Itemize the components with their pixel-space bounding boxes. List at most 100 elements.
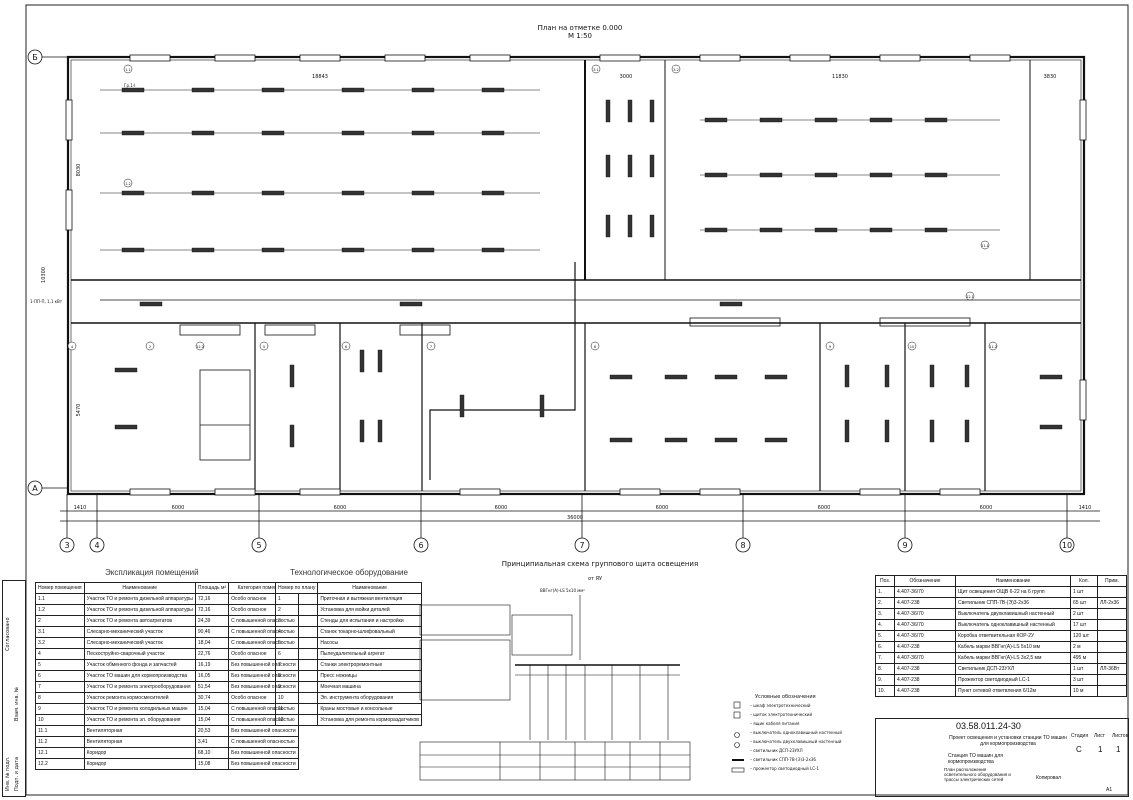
- sheet-label: Лист: [1094, 733, 1105, 739]
- table-cell: 12: [274, 714, 319, 726]
- room-label: 7: [430, 345, 432, 349]
- table-cell: Участок ТО и ремонта дизельной аппаратур…: [83, 593, 196, 605]
- table-cell: 4.: [875, 619, 895, 631]
- table-cell: 4.407-36/70: [894, 630, 956, 642]
- table-cell: Выключатель одноклавишный настенный: [955, 619, 1071, 631]
- format-label: A1: [1106, 787, 1113, 793]
- panel-label: 1-ПП-П, 1,1 кВт: [30, 299, 63, 304]
- table-cell: 8: [274, 670, 319, 682]
- table-cell: Щит освещения ОЩВ 6-22 на 6 групп: [955, 586, 1071, 598]
- table-cell: 9: [35, 703, 85, 715]
- table-cell: 17 шт: [1070, 619, 1098, 631]
- object-name: Станция ТО машин для кормопроизводства: [948, 753, 1003, 765]
- table-cell: 4: [274, 626, 319, 638]
- table-cell: 5: [35, 659, 85, 671]
- dim-bottom: 1410: [1079, 505, 1092, 511]
- table-cell: 11.2: [35, 736, 85, 748]
- luminaires: [100, 87, 1063, 448]
- schematic-cable: ВВГнг(А)-LS 5х10 мм²: [540, 588, 585, 593]
- table-cell: 72,16: [194, 604, 230, 616]
- table-cell: ЛЛ-36Вт: [1097, 663, 1127, 675]
- dim-top: 11830: [832, 74, 848, 80]
- col-header: Номер помещения: [35, 582, 85, 594]
- table-cell: 4.407-238: [894, 685, 956, 697]
- table-cell: 5.: [875, 630, 895, 642]
- table-cell: Без повышенной опасности: [228, 725, 299, 737]
- room-label: 3.1: [593, 68, 599, 72]
- axis-6: 6: [418, 541, 423, 550]
- table-cell: Участок ТО и ремонта эл. оборудования: [83, 714, 196, 726]
- title-block: 03.58.011.24-30 Проект освещения и устан…: [875, 718, 1129, 797]
- side-strip: Согласовано Инв. № подл. Подп. и дата Вз…: [2, 580, 26, 797]
- dim-bottom: 6000: [818, 505, 831, 511]
- schematic-diagram: [419, 595, 745, 781]
- table-cell: [1097, 630, 1127, 642]
- table-cell: 15,08: [194, 758, 230, 770]
- table-cell: 22,76: [194, 648, 230, 660]
- table-cell: Без повышенной опасности: [228, 758, 299, 770]
- dim-bottom: 6000: [980, 505, 993, 511]
- table-cell: Вентиляторная: [83, 725, 196, 737]
- table-cell: 4.407-36/70: [894, 608, 956, 620]
- sheet-value: 1: [1098, 745, 1103, 754]
- table-cell: Без повышенной опасности: [228, 747, 299, 759]
- table-cell: 4: [35, 648, 85, 660]
- sheets-label: Листов: [1112, 733, 1129, 739]
- explication-title: Экспликация помещений: [105, 568, 199, 577]
- table-cell: 11: [274, 703, 319, 715]
- table-cell: 11.1: [35, 725, 85, 737]
- axis-3: 3: [64, 541, 69, 550]
- table-cell: 9.: [875, 674, 895, 686]
- table-cell: Установка для мойки деталей: [317, 604, 422, 616]
- table-cell: Установка для ремонта кормораздатчиков: [317, 714, 422, 726]
- side-label: Подп. и дата: [14, 756, 20, 791]
- table-cell: 15,04: [194, 714, 230, 726]
- dim-bottom: 6000: [656, 505, 669, 511]
- room-label: 3.2: [673, 68, 679, 72]
- table-cell: Кабель марки ВВГнг(А)-LS 5х10 мм: [955, 641, 1071, 653]
- table-cell: 2.: [875, 597, 895, 609]
- table-cell: 2: [274, 604, 319, 616]
- dim-top: 3830: [1044, 74, 1057, 80]
- table-cell: Кабель марки ВВГнг(А)-LS 3х2,5 мм: [955, 652, 1071, 664]
- specification-table: Поз. Обозначение Наименование Кол. Прим.…: [875, 575, 1127, 697]
- table-cell: 7: [274, 659, 319, 671]
- table-cell: 10: [274, 692, 319, 704]
- table-cell: 6: [35, 670, 85, 682]
- table-cell: 4.407-238: [894, 674, 956, 686]
- table-cell: Коридор: [83, 758, 196, 770]
- table-cell: 20,53: [194, 725, 230, 737]
- table-cell: [1097, 619, 1127, 631]
- table-cell: Участок ТО машин для кормопроизводства: [83, 670, 196, 682]
- table-cell: 8: [35, 692, 85, 704]
- table-cell: 9: [274, 681, 319, 693]
- table-cell: 1.2: [35, 604, 85, 616]
- stage-value: С: [1076, 745, 1082, 754]
- room-label: 4: [71, 345, 74, 349]
- table-cell: 3,41: [194, 736, 230, 748]
- table-cell: 4.407-238: [894, 597, 956, 609]
- table-cell: 2: [35, 615, 85, 627]
- windows: [65, 54, 1087, 496]
- table-cell: 72,16: [194, 593, 230, 605]
- col-header: Наименование: [317, 582, 422, 594]
- room-label: 12.2: [196, 345, 204, 349]
- plan-title: План на отметке 0.000: [538, 24, 623, 32]
- room-label: 9: [829, 345, 831, 349]
- table-cell: Участок ТО и ремонта электрооборудования: [83, 681, 196, 693]
- table-cell: Участок обменного фонда и запчастей: [83, 659, 196, 671]
- table-cell: Станок токарно-шлифовальный: [317, 626, 422, 638]
